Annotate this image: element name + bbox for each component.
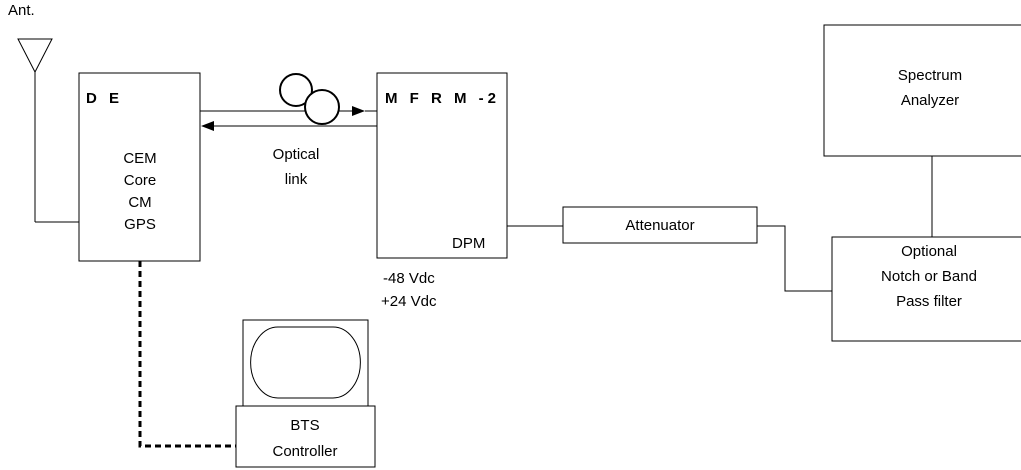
bts-controller-box xyxy=(235,405,376,468)
mfrm-block: M F R M -2 DPM -48 Vdc +24 Vdc xyxy=(376,72,508,310)
antenna: Ant. xyxy=(8,2,79,223)
mfrm-title: M F R M -2 xyxy=(385,90,500,107)
filter-line1: Optional xyxy=(901,243,957,260)
optical-label-line2: link xyxy=(285,171,308,188)
de-title: D E xyxy=(86,90,123,107)
de-line-cm: CM xyxy=(128,194,151,211)
optical-link: Optical link xyxy=(200,73,377,188)
mfrm-power-pos24: +24 Vdc xyxy=(381,293,437,310)
mfrm-power-neg48: -48 Vdc xyxy=(383,270,435,287)
spectrum-analyzer-block: Spectrum Analyzer xyxy=(823,24,1021,157)
mfrm-box xyxy=(376,72,508,259)
attenuator-label: Attenuator xyxy=(625,217,694,234)
fiber-coil-icon-2 xyxy=(304,89,340,125)
de-to-bts-dashed-line xyxy=(138,261,236,448)
bts-controller-line2: Controller xyxy=(272,443,337,460)
optical-label-line1: Optical xyxy=(273,146,320,163)
de-line-gps: GPS xyxy=(124,216,156,233)
bts-controller-block: BTS Controller xyxy=(235,405,376,468)
de-line-core: Core xyxy=(124,172,157,189)
optical-arrow-left-icon xyxy=(201,121,214,131)
attenuator-block: Attenuator xyxy=(562,206,758,244)
optical-arrow-right-icon xyxy=(352,106,365,116)
filter-line3: Pass filter xyxy=(896,293,962,310)
attenuator-to-filter-line xyxy=(757,225,832,292)
bts-monitor-icon xyxy=(242,319,369,407)
monitor-frame xyxy=(242,319,369,407)
spectrum-analyzer-line2: Analyzer xyxy=(901,92,959,109)
fiber-coil-icon-1 xyxy=(279,73,313,107)
filter-block: Optional Notch or Band Pass filter xyxy=(831,236,1021,342)
bts-controller-line1: BTS xyxy=(290,417,319,434)
attenuator-box xyxy=(562,206,758,244)
monitor-screen xyxy=(250,326,361,399)
antenna-symbol xyxy=(17,38,53,74)
de-line-cem: CEM xyxy=(123,150,156,167)
de-block: D E CEM Core CM GPS xyxy=(78,72,201,262)
de-box xyxy=(78,72,201,262)
spectrum-analyzer-box xyxy=(823,24,1021,157)
antenna-label: Ant. xyxy=(8,2,35,19)
spectrum-analyzer-line1: Spectrum xyxy=(898,67,962,84)
filter-box xyxy=(831,236,1021,342)
filter-line2: Notch or Band xyxy=(881,268,977,285)
mfrm-module-dpm: DPM xyxy=(452,235,485,252)
